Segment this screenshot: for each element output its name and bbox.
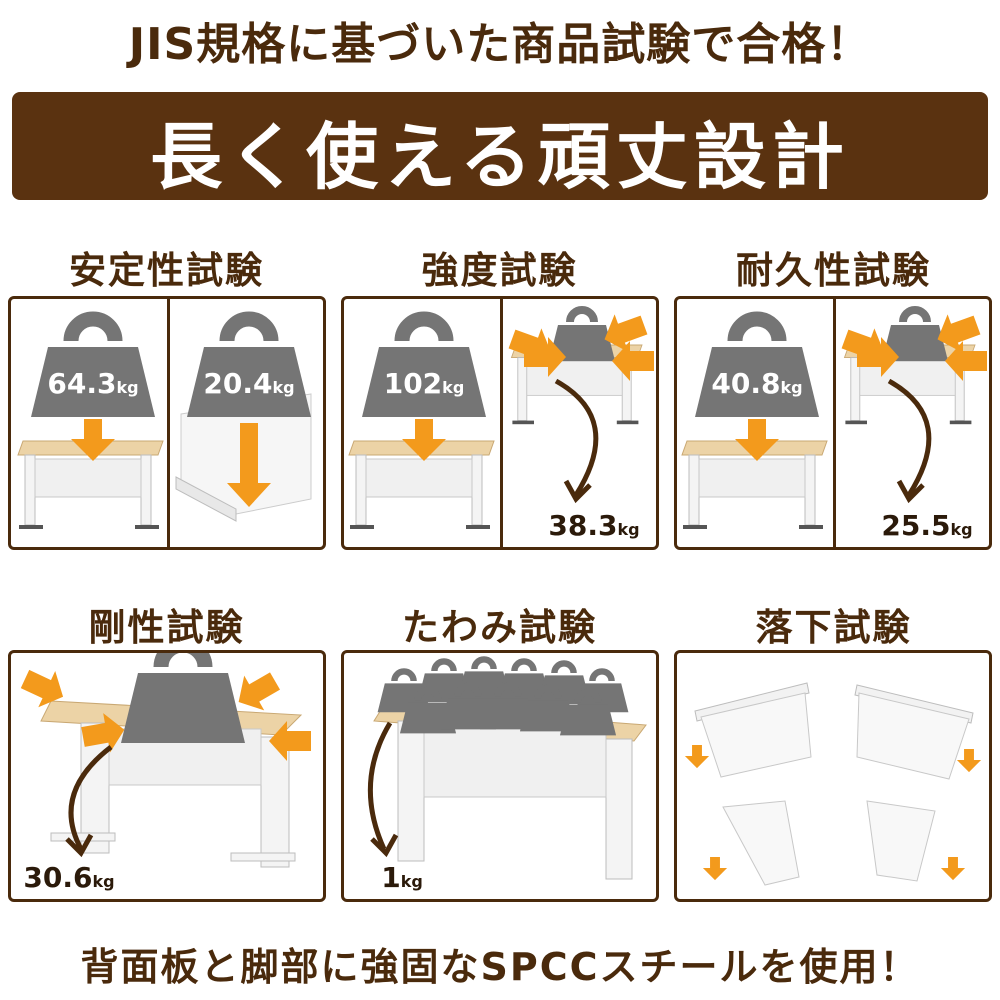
test-title-drop: 落下試験 — [755, 606, 912, 649]
banner-text: 長く使える頑丈設計 — [150, 115, 850, 199]
strength-illustration: 102kg 38.3kg — [348, 299, 654, 542]
test-title-stability: 安定性試験 — [69, 249, 264, 292]
test-title-rigidity: 剛性試験 — [88, 606, 245, 649]
durability-side-force-label: 25.5kg — [881, 509, 972, 542]
test-title-strength: 強度試験 — [421, 249, 578, 292]
drop-illustration — [684, 682, 982, 886]
durability-illustration: 40.8kg 25.5kg — [681, 299, 987, 542]
footer-text: 背面板と脚部に強固なSPCCスチールを使用！ — [80, 945, 920, 989]
strength-side-force-label: 38.3kg — [548, 509, 639, 542]
stability-weight-b-label: 20.4kg — [203, 367, 294, 400]
panel-durability: 40.8kg 25.5kg — [674, 296, 992, 550]
deflection-illustration: 1kg — [367, 653, 647, 894]
headline: JIS規格に基づいた商品試験で合格！ — [128, 19, 872, 70]
stability-illustration: 64.3kg 20.4kg — [17, 299, 326, 530]
panel-strength: 102kg 38.3kg — [341, 296, 659, 550]
stability-weight-a-label: 64.3kg — [47, 367, 138, 400]
panel-rigidity: 30.6kg — [8, 650, 326, 902]
strength-weight-label: 102kg — [384, 367, 465, 400]
test-title-deflection: たわみ試験 — [402, 606, 597, 649]
test-title-durability: 耐久性試験 — [736, 249, 931, 292]
banner — [12, 92, 988, 200]
panel-drop — [674, 650, 992, 902]
panel-stability: 64.3kg 20.4kg — [8, 296, 326, 550]
rigidity-side-force-label: 30.6kg — [23, 861, 114, 894]
deflection-side-force-label: 1kg — [381, 861, 423, 894]
durability-weight-label: 40.8kg — [711, 367, 802, 400]
panel-deflection: 1kg — [341, 650, 659, 902]
rigidity-illustration: 30.6kg — [16, 653, 311, 894]
deflection-weights — [378, 659, 629, 735]
